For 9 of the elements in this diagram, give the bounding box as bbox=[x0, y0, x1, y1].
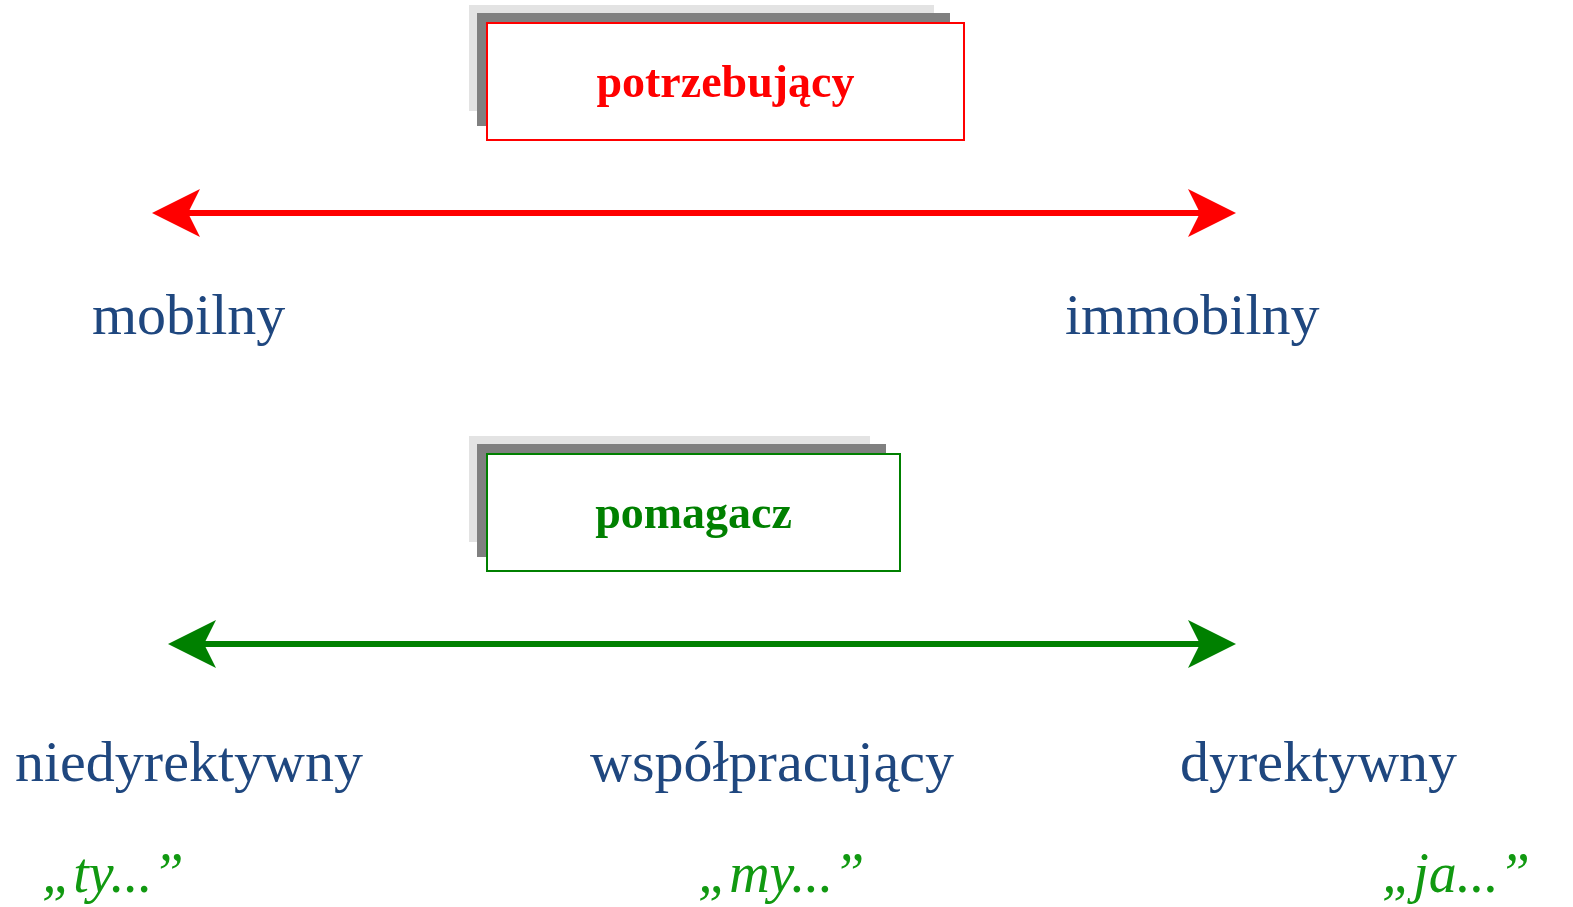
scale-label: dyrektywny bbox=[1180, 733, 1458, 791]
scale-label: mobilny bbox=[92, 286, 286, 344]
scale-label: niedyrektywny bbox=[15, 733, 363, 791]
scale-label: współpracujący bbox=[590, 733, 954, 791]
box-title: potrzebujący bbox=[596, 55, 855, 108]
title-box bbox=[486, 453, 901, 572]
scale-label: immobilny bbox=[1065, 286, 1320, 344]
title-box bbox=[486, 22, 965, 141]
box-title: pomagacz bbox=[595, 486, 792, 539]
